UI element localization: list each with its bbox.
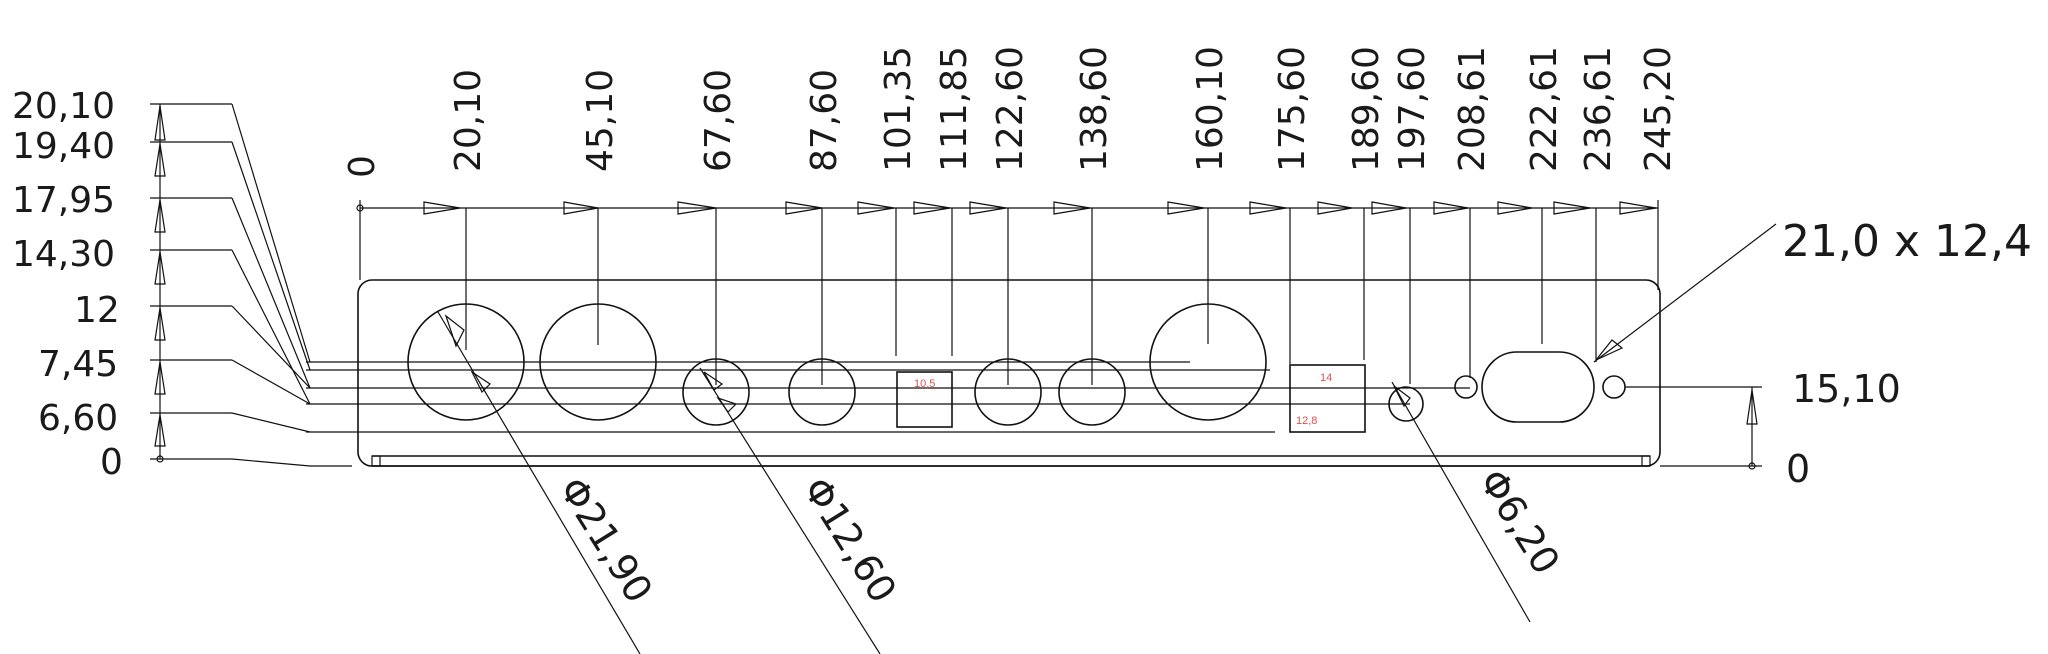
right-dimension-line — [1625, 386, 1762, 470]
hdim-9: 160,10 — [1190, 46, 1231, 172]
hole-large-1 — [407, 303, 525, 421]
vdim-1: 19,40 — [12, 126, 115, 167]
hole-large-2 — [539, 303, 657, 421]
right-dim-1: 15,10 — [1792, 367, 1901, 411]
right-dim-2: 0 — [1786, 447, 1810, 491]
hdim-11: 189,60 — [1346, 46, 1387, 172]
hole-medium-3 — [974, 358, 1042, 426]
hdim-8: 138,60 — [1074, 46, 1115, 172]
rect-label-1: 10,5 — [914, 378, 935, 390]
extension-lines — [465, 208, 1597, 385]
hdim-6: 111,85 — [934, 46, 975, 172]
hdim-14: 222,61 — [1524, 46, 1565, 172]
hole-medium-2 — [788, 358, 856, 426]
slot-cutout — [1481, 351, 1595, 423]
vdim-0: 20,10 — [12, 86, 115, 127]
hole-small — [1388, 386, 1424, 422]
hdim-2: 45,10 — [580, 69, 621, 172]
holes — [407, 303, 1626, 433]
vdim-3: 14,30 — [12, 234, 115, 275]
hdim-1: 20,10 — [448, 69, 489, 172]
hdim-7: 122,60 — [990, 46, 1031, 172]
hdim-15: 236,61 — [1578, 46, 1619, 172]
hdim-3: 67,60 — [698, 69, 739, 172]
hdim-5: 101,35 — [878, 46, 919, 172]
rect-label-2: 14 — [1320, 372, 1332, 384]
diameter-label-3: Φ6,20 — [1470, 461, 1568, 581]
center-lines — [306, 361, 1470, 433]
hdim-12: 197,60 — [1392, 46, 1433, 172]
hole-medium-4 — [1058, 358, 1126, 426]
screw-hole-left — [1454, 375, 1478, 399]
diameter-labels: Φ21,90 Φ12,60 Φ6,20 — [550, 461, 1568, 610]
hdim-10: 175,60 — [1272, 46, 1313, 172]
left-dimension-labels: 20,10 19,40 17,95 14,30 12 7,45 6,60 0 — [12, 86, 123, 483]
vdim-5: 7,45 — [38, 344, 118, 385]
vdim-2: 17,95 — [12, 180, 115, 221]
slot-size-label: 21,0 x 12,4 — [1782, 216, 2032, 267]
rect-label-3: 12,8 — [1296, 415, 1317, 427]
hdim-16: 245,20 — [1638, 46, 1679, 172]
vdim-7: 0 — [100, 442, 123, 483]
hole-medium-1 — [682, 358, 750, 426]
hdim-0: 0 — [342, 155, 383, 178]
vdim-4: 12 — [74, 290, 120, 331]
slot-leader — [1593, 223, 1777, 363]
hdim-4: 87,60 — [804, 69, 845, 172]
top-dimension-labels: 0 20,10 45,10 67,60 87,60 101,35 111,85 … — [342, 46, 1679, 178]
hdim-13: 208,61 — [1452, 46, 1493, 172]
rect-cutout-2 — [1289, 364, 1366, 433]
diameter-leaders — [437, 311, 1531, 654]
left-dimension-line — [150, 103, 352, 467]
diameter-label-2: Φ12,60 — [794, 469, 905, 610]
panel-outline — [357, 279, 1661, 467]
hole-large-3 — [1149, 303, 1267, 421]
top-dimension-line — [356, 200, 1659, 290]
screw-hole-right — [1602, 375, 1626, 399]
vdim-6: 6,60 — [38, 398, 118, 439]
diameter-label-1: Φ21,90 — [550, 469, 661, 610]
rect-cutout-1 — [896, 371, 953, 428]
